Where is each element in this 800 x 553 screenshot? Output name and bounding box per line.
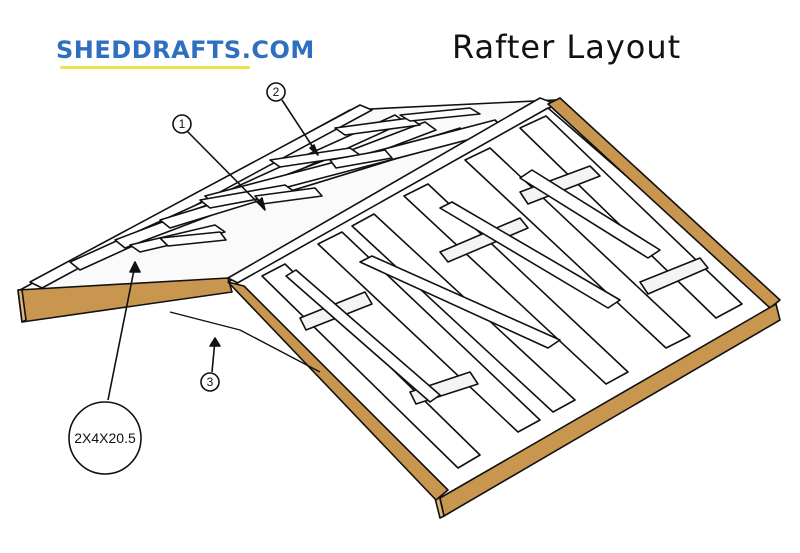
page-title: Rafter Layout — [452, 28, 682, 66]
callout-1-circle — [172, 114, 192, 134]
callout-2-label: 2 — [273, 85, 280, 99]
callout-1-label: 1 — [179, 117, 186, 131]
callout-2-circle — [266, 82, 286, 102]
brand-underline — [60, 66, 250, 69]
callout-3-label: 3 — [207, 375, 214, 389]
dimension-circle — [68, 401, 142, 475]
diagonal-braces — [285, 169, 661, 403]
leader-line-1 — [185, 129, 266, 211]
back-slope-blocking — [129, 107, 481, 253]
brand-logo: SHEDDRAFTS.COM — [56, 36, 315, 64]
front-left-fascia — [227, 281, 449, 501]
leader-line-dimension — [107, 264, 136, 401]
dimension-label: 2X4X20.5 — [74, 430, 136, 446]
callout-3-circle — [200, 372, 220, 392]
right-fascia — [547, 97, 781, 309]
